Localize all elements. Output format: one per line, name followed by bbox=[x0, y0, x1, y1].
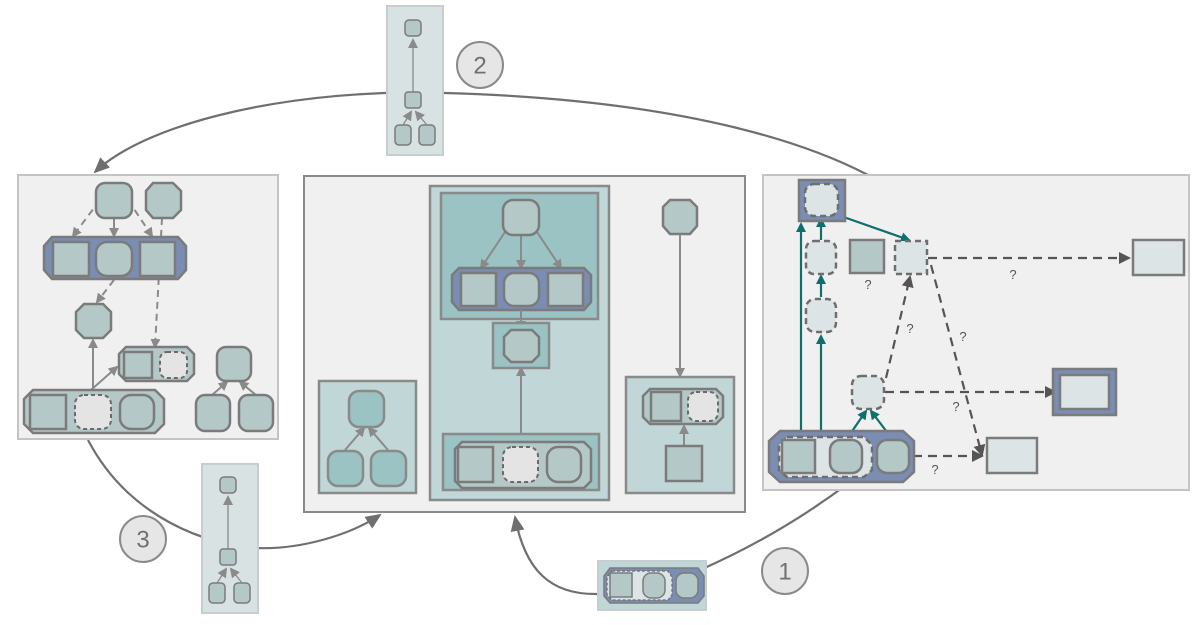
node bbox=[219, 548, 237, 566]
edge bbox=[211, 380, 229, 396]
node bbox=[459, 271, 498, 308]
mini-graph-1 bbox=[597, 560, 707, 611]
flow-arrow-right-to-bottom bbox=[699, 481, 851, 572]
edge bbox=[414, 110, 428, 126]
edge bbox=[479, 231, 506, 270]
node bbox=[804, 239, 838, 276]
node bbox=[649, 390, 683, 423]
node bbox=[404, 91, 422, 109]
node bbox=[51, 240, 91, 278]
node bbox=[546, 271, 585, 308]
node bbox=[502, 446, 539, 483]
node bbox=[219, 476, 237, 494]
edge bbox=[402, 110, 413, 126]
uncertain-label: ? bbox=[906, 321, 913, 336]
node bbox=[74, 394, 112, 430]
node bbox=[828, 438, 864, 475]
node bbox=[780, 438, 817, 475]
edge bbox=[127, 199, 154, 238]
edge bbox=[929, 264, 986, 457]
node bbox=[94, 240, 134, 278]
node bbox=[850, 374, 886, 411]
step-badge-1: 1 bbox=[761, 547, 809, 595]
node bbox=[893, 239, 929, 276]
node bbox=[237, 393, 275, 433]
uncertain-label: ? bbox=[931, 462, 938, 477]
node bbox=[609, 572, 633, 598]
node bbox=[848, 238, 886, 275]
node bbox=[159, 351, 188, 379]
node bbox=[394, 124, 412, 146]
center-panel bbox=[303, 175, 746, 513]
node bbox=[803, 182, 840, 218]
node bbox=[144, 181, 183, 220]
edge bbox=[884, 275, 914, 379]
node bbox=[94, 181, 134, 220]
node bbox=[661, 198, 699, 236]
badge-circle bbox=[456, 41, 504, 89]
node bbox=[804, 297, 838, 334]
node bbox=[404, 19, 422, 37]
node bbox=[501, 198, 541, 237]
node bbox=[642, 572, 666, 599]
flow-arrow-right-to-left bbox=[93, 91, 869, 176]
edge bbox=[150, 217, 163, 349]
node bbox=[28, 393, 68, 431]
edge bbox=[344, 426, 366, 451]
step-badge-2-label: 2 bbox=[473, 53, 486, 80]
uncertain-label: ? bbox=[864, 277, 871, 292]
flow-arrows bbox=[87, 91, 869, 596]
step-badge-2: 2 bbox=[456, 41, 504, 89]
node bbox=[215, 345, 253, 383]
node bbox=[545, 445, 583, 484]
badge-circle bbox=[119, 515, 167, 563]
node bbox=[502, 328, 541, 364]
node bbox=[194, 393, 232, 433]
edge bbox=[95, 279, 115, 304]
step-badge-3-label: 3 bbox=[136, 527, 149, 554]
node bbox=[122, 350, 154, 380]
edge bbox=[536, 231, 563, 270]
node bbox=[326, 449, 365, 488]
node bbox=[675, 572, 699, 599]
edge bbox=[238, 380, 257, 396]
flow-arrow-bottom-to-center bbox=[510, 515, 599, 596]
right-panel: ? ? ? ? ? ? bbox=[762, 174, 1190, 491]
node bbox=[1131, 238, 1186, 277]
node bbox=[1058, 373, 1111, 411]
node bbox=[664, 444, 704, 483]
left-panel bbox=[17, 174, 279, 440]
node bbox=[208, 582, 226, 604]
mini-graph-2 bbox=[386, 5, 444, 156]
uncertain-label: ? bbox=[1009, 267, 1016, 282]
edge bbox=[229, 567, 243, 584]
node bbox=[456, 445, 495, 484]
node bbox=[233, 582, 251, 604]
edge bbox=[71, 199, 101, 238]
uncertain-label: ? bbox=[959, 329, 966, 344]
mini-graph-3 bbox=[201, 463, 259, 614]
edge bbox=[834, 212, 911, 243]
node bbox=[875, 438, 911, 475]
node bbox=[369, 449, 408, 488]
step-badge-3: 3 bbox=[119, 515, 167, 563]
node bbox=[138, 240, 177, 278]
node bbox=[74, 302, 113, 340]
node bbox=[502, 271, 541, 308]
edge bbox=[367, 426, 389, 451]
node bbox=[687, 391, 719, 422]
node bbox=[985, 436, 1039, 475]
node bbox=[418, 124, 436, 146]
node bbox=[118, 393, 156, 431]
uncertain-label: ? bbox=[952, 399, 959, 414]
edge bbox=[216, 567, 228, 584]
step-badge-1-label: 1 bbox=[778, 559, 791, 586]
node bbox=[347, 389, 386, 429]
badge-circle bbox=[761, 547, 809, 595]
